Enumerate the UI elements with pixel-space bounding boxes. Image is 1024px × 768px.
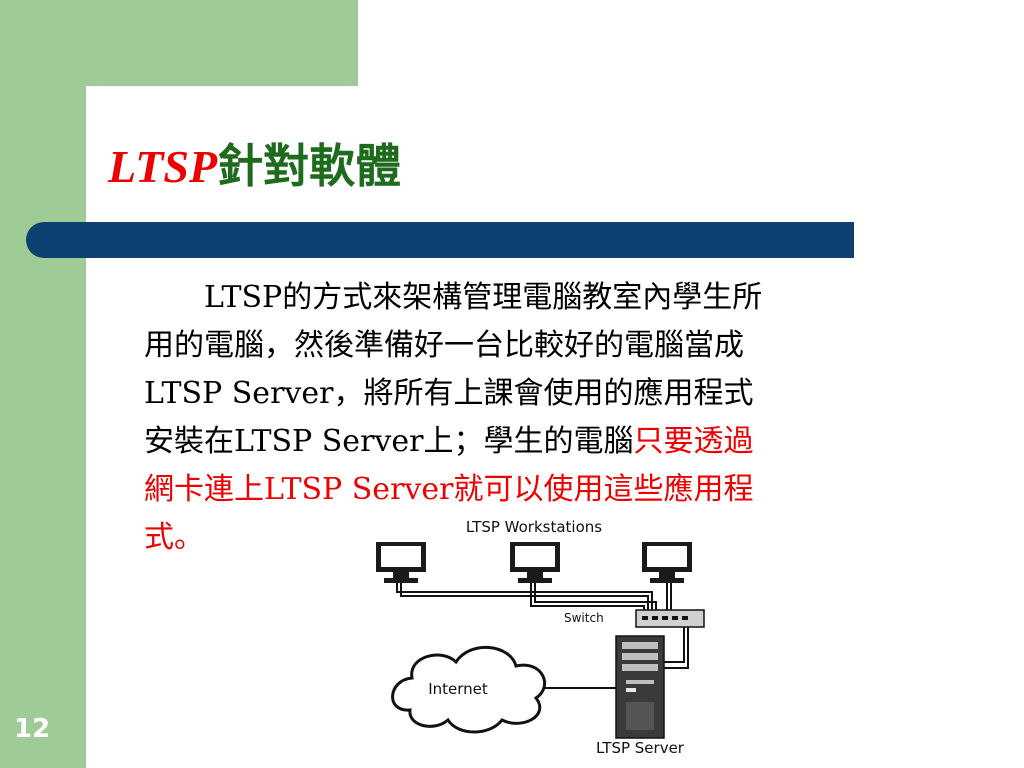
workstation-monitor-icon [642,542,692,583]
network-switch-icon [635,609,705,628]
body-line-2: 用的電腦，然後準備好一台比較好的電腦當成 [144,328,744,363]
internet-cloud-icon [391,646,547,734]
body-line-4-normal: 安裝在LTSP Server上；學生的電腦 [144,424,634,459]
internet-label: Internet [428,680,488,698]
ltsp-server-icon [615,635,665,739]
green-sidebar [0,0,86,768]
ltsp-network-diagram: LTSP Workstations Switch [376,518,705,757]
body-line-1: LTSP的方式來架構管理電腦教室內學生所 [204,280,763,315]
body-paragraph: LTSP的方式來架構管理電腦教室內學生所 用的電腦，然後準備好一台比較好的電腦當… [144,274,944,562]
body-line-3: LTSP Server，將所有上課會使用的應用程式 [144,376,754,411]
title-suffix: 針對軟體 [217,139,402,193]
body-line-5: 網卡連上LTSP Server就可以使用這些應用程 [144,472,754,507]
title-prefix: LTSP [108,141,218,192]
network-cables [396,583,689,689]
workstation-monitor-icon [510,542,560,583]
workstations-label: LTSP Workstations [466,518,602,536]
workstation-monitor-icon [376,542,426,583]
body-line-4: 安裝在LTSP Server上；學生的電腦只要透過 [144,418,944,466]
content-panel [86,86,1024,768]
body-line-6: 式。 [144,520,204,555]
body-line-4-red: 只要透過 [633,424,754,459]
server-label: LTSP Server [596,739,685,757]
switch-label: Switch [564,611,604,625]
title-divider-bar [26,222,854,258]
page-number: 12 [14,714,51,744]
slide-title: LTSP針對軟體 [108,136,401,197]
